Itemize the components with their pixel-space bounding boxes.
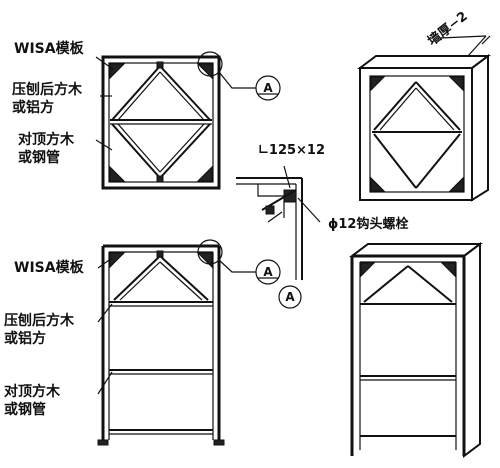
bl-corner-bracket: [196, 252, 213, 269]
tr-inner-frame: [369, 75, 465, 193]
tr-corner-bracket: [448, 76, 464, 92]
bl-corner-bracket: [109, 252, 126, 269]
tl-corner-bracket: [109, 165, 126, 182]
tr-corner-bracket: [370, 176, 386, 192]
top-right-3d-frame: [357, 35, 491, 202]
tl-brace-ul: [111, 65, 161, 121]
tl-planed-label-2: 或铝方: [12, 100, 54, 116]
tl-wisa-label: WISA模板: [14, 41, 84, 57]
wall-thickness-label: 墙厚−2: [425, 8, 471, 49]
bl-brace-right-2: [159, 261, 203, 301]
detail-inner-angle: [257, 184, 285, 218]
bl-foot: [213, 439, 225, 446]
tl-section-mark: [255, 75, 281, 101]
tl-brace-label-2: 或钢管: [18, 150, 60, 166]
br-corner-bracket: [360, 262, 376, 278]
tr-brace-ul-2: [379, 87, 417, 131]
bl-section-letter: A: [263, 265, 273, 279]
detail-brace-end: [267, 211, 283, 223]
top-left-frame: [95, 51, 281, 190]
tl-brace-ur-2: [159, 71, 205, 121]
br-corner-bracket: [440, 262, 456, 278]
br-top-face: [349, 243, 483, 257]
detail-a-letter: A: [285, 290, 295, 304]
tr-corner-bracket: [448, 176, 464, 192]
bl-brace-right: [159, 255, 209, 301]
bl-section-mark: [255, 259, 281, 285]
tl-top-block: [156, 61, 164, 69]
detail-a: [236, 165, 321, 309]
tr-brace-ur-2: [415, 87, 455, 131]
bottom-right-3d-frame: [349, 242, 483, 458]
tr-brace-ur: [415, 81, 461, 131]
bl-foot: [97, 439, 109, 446]
bl-wisa-label: WISA模板: [14, 260, 84, 276]
tl-brace-leader: [95, 139, 113, 151]
tl-brace-ll: [111, 123, 161, 179]
tl-detail-circle: [197, 51, 223, 77]
tl-brace-lr-2: [159, 123, 205, 173]
tr-dim-tick: [481, 35, 491, 45]
detail-angle-leader: [283, 165, 291, 189]
bolt-spec-label: ϕ12钩头螺栓: [328, 217, 409, 232]
bl-wisa-leader: [97, 257, 113, 269]
bl-planed-leader: [97, 303, 113, 323]
bl-top-block: [156, 250, 164, 258]
tl-outer-frame: [101, 55, 221, 190]
tl-brace-ur: [159, 65, 211, 121]
br-side-face: [463, 242, 481, 458]
detail-a-mark: [278, 285, 302, 309]
bl-brace-label-2: 或钢管: [4, 402, 46, 418]
tl-section-letter: A: [263, 81, 273, 95]
tl-corner-bracket: [196, 165, 213, 182]
bl-detail-circle: [197, 239, 223, 265]
bottom-left-frame: [97, 239, 281, 446]
detail-bolt-nut: [265, 205, 275, 215]
bl-planed-label-1: 压刨后方木: [4, 313, 74, 329]
tl-inner-frame: [108, 62, 214, 183]
tr-brace-ll: [373, 133, 417, 189]
tl-corner-bracket: [109, 63, 126, 80]
br-brace-right: [407, 265, 453, 303]
tl-bottom-block: [156, 175, 164, 183]
bl-brace-label-1: 对顶方木: [4, 384, 60, 400]
tl-brace-ll-2: [117, 123, 161, 173]
tl-brace-ul-2: [117, 71, 161, 121]
tr-dim-line: [467, 35, 487, 57]
bl-brace-leader: [97, 371, 113, 395]
tl-brace-label-1: 对顶方木: [18, 132, 74, 148]
bl-detail-leader: [218, 259, 256, 273]
tl-detail-leader: [218, 71, 256, 89]
tr-side-face: [471, 54, 489, 202]
tr-front-face: [359, 67, 473, 201]
tl-corner-bracket: [196, 63, 213, 80]
tr-corner-bracket: [370, 76, 386, 92]
tr-brace-lr: [415, 133, 461, 189]
tr-brace-ul: [373, 81, 417, 131]
bl-planed-label-2: 或铝方: [4, 331, 46, 347]
tl-planed-label-1: 压刨后方木: [12, 82, 82, 98]
tr-dim-leader: [439, 35, 487, 39]
tr-top-face: [357, 55, 491, 69]
tl-brace-lr: [159, 123, 211, 179]
tl-wisa-leader: [95, 56, 115, 71]
bl-brace-left-2: [119, 261, 161, 301]
bl-brace-left: [113, 255, 161, 301]
detail-bolt-leader: [297, 197, 321, 223]
br-brace-left: [363, 265, 409, 303]
angle-spec-label: ∟125×12: [258, 143, 326, 158]
